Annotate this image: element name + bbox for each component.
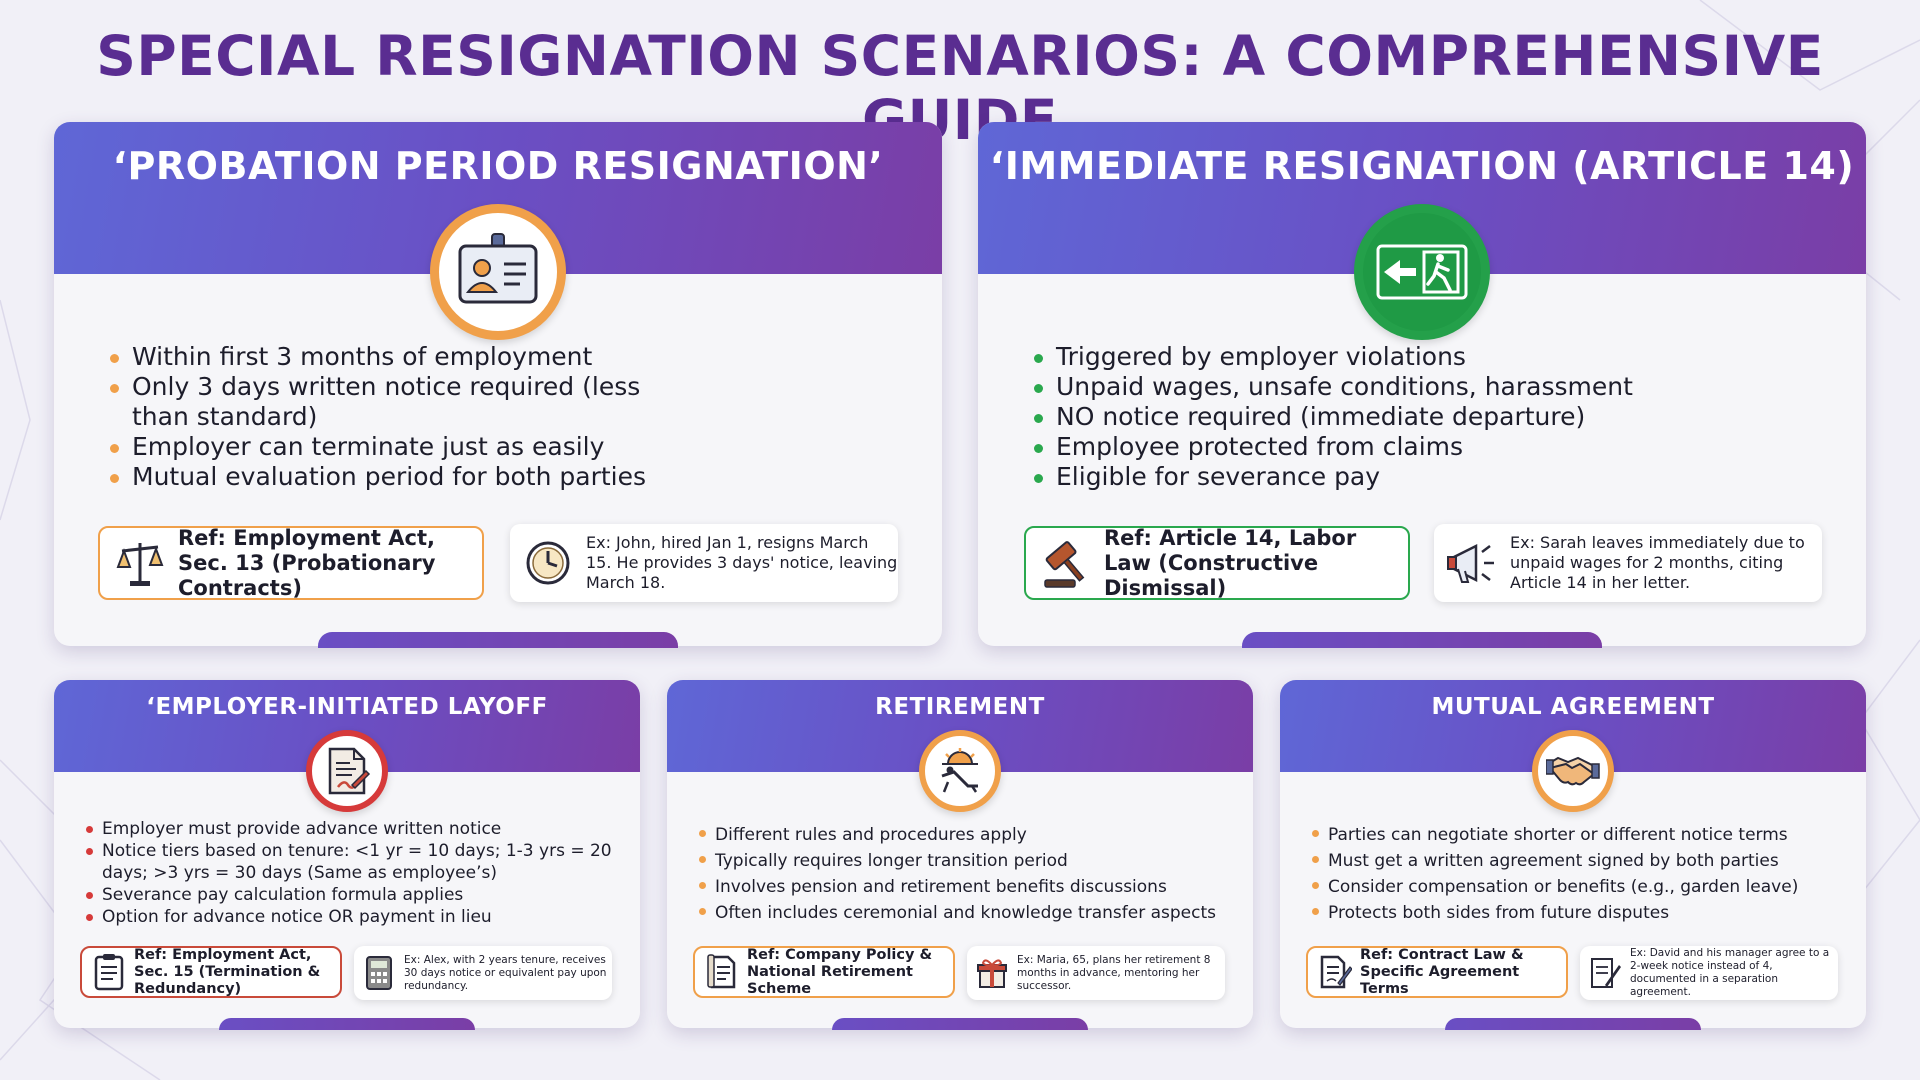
clock-icon <box>520 535 576 591</box>
gift-icon <box>973 953 1011 993</box>
example-box: Ex: David and his manager agree to a 2-w… <box>1580 946 1838 1000</box>
pen-paper-icon <box>1586 953 1624 993</box>
card-retirement: RETIREMENT Different rules and procedure… <box>667 680 1253 1030</box>
list-item: Employee protected from claims <box>1034 432 1826 462</box>
card-title: ‘EMPLOYER-INITIATED LAYOFF <box>146 694 548 720</box>
signed-document-icon <box>306 730 388 812</box>
card-mutual-agreement: MUTUAL AGREEMENT Parties can negotiate s… <box>1280 680 1866 1030</box>
list-item: Triggered by employer violations <box>1034 342 1826 372</box>
list-item: Option for advance notice OR payment in … <box>86 906 624 928</box>
page-title: SPECIAL RESIGNATION SCENARIOS: A COMPREH… <box>96 24 1824 152</box>
reference-text: Ref: Company Policy & National Retiremen… <box>747 946 933 997</box>
bottom-tab <box>318 632 678 648</box>
list-item: Unpaid wages, unsafe conditions, harassm… <box>1034 372 1826 402</box>
bottom-tab <box>832 1018 1088 1030</box>
example-text: Ex: John, hired Jan 1, resigns March 15.… <box>586 533 898 592</box>
example-text: Ex: David and his manager agree to a 2-w… <box>1630 947 1830 998</box>
list-item: Often includes ceremonial and knowledge … <box>699 900 1237 926</box>
list-item: NO notice required (immediate departure) <box>1034 402 1826 432</box>
list-item: Employer can terminate just as easily <box>110 432 692 462</box>
bottom-tab <box>219 1018 475 1030</box>
sunset-lounger-icon <box>919 730 1001 812</box>
reference-box: Ref: Company Policy & National Retiremen… <box>693 946 955 998</box>
example-text: Ex: Maria, 65, plans her retirement 8 mo… <box>1017 953 1211 992</box>
clipboard-icon <box>90 952 128 992</box>
bullet-list: Employer must provide advance written no… <box>86 818 624 928</box>
card-title: ‘PROBATION PERIOD RESIGNATION’ <box>112 144 884 188</box>
list-item: Within first 3 months of employment <box>110 342 692 372</box>
example-box: Ex: John, hired Jan 1, resigns March 15.… <box>510 524 898 602</box>
calculator-icon <box>360 953 398 993</box>
list-item: Parties can negotiate shorter or differe… <box>1312 822 1850 848</box>
bullet-list: Triggered by employer violations Unpaid … <box>1034 342 1826 492</box>
example-text: Ex: Alex, with 2 years tenure, receives … <box>404 953 607 992</box>
handshake-icon <box>1532 730 1614 812</box>
reference-box: Ref: Article 14, Labor Law (Constructive… <box>1024 526 1410 600</box>
example-text: Ex: Sarah leaves immediately due to unpa… <box>1510 533 1805 592</box>
list-item: Eligible for severance pay <box>1034 462 1826 492</box>
card-title: MUTUAL AGREEMENT <box>1431 694 1715 720</box>
card-probation: ‘PROBATION PERIOD RESIGNATION’ Within fi… <box>54 122 942 648</box>
list-item: Notice tiers based on tenure: <1 yr = 10… <box>86 840 624 884</box>
id-badge-icon <box>430 204 566 340</box>
list-item: Different rules and procedures apply <box>699 822 1237 848</box>
bullet-list: Within first 3 months of employment Only… <box>110 342 692 492</box>
document-icon <box>703 952 741 992</box>
reference-text: Ref: Employment Act, Sec. 13 (Probationa… <box>178 525 436 600</box>
list-item: Severance pay calculation formula applie… <box>86 884 624 906</box>
list-item: Involves pension and retirement benefits… <box>699 874 1237 900</box>
list-item: Typically requires longer transition per… <box>699 848 1237 874</box>
list-item: Must get a written agreement signed by b… <box>1312 848 1850 874</box>
megaphone-icon <box>1444 535 1500 591</box>
reference-text: Ref: Contract Law & Specific Agreement T… <box>1360 946 1524 997</box>
reference-text: Ref: Employment Act, Sec. 15 (Terminatio… <box>134 946 321 997</box>
list-item: Protects both sides from future disputes <box>1312 900 1850 926</box>
example-box: Ex: Maria, 65, plans her retirement 8 mo… <box>967 946 1225 1000</box>
example-box: Ex: Sarah leaves immediately due to unpa… <box>1434 524 1822 602</box>
scales-icon <box>112 535 168 591</box>
reference-box: Ref: Contract Law & Specific Agreement T… <box>1306 946 1568 998</box>
reference-text: Ref: Article 14, Labor Law (Constructive… <box>1104 525 1357 600</box>
card-title: ‘IMMEDIATE RESIGNATION (ARTICLE 14) <box>989 144 1855 188</box>
bullet-list: Parties can negotiate shorter or differe… <box>1312 822 1850 926</box>
card-title: RETIREMENT <box>875 694 1045 720</box>
gavel-icon <box>1038 535 1094 591</box>
list-item: Consider compensation or benefits (e.g.,… <box>1312 874 1850 900</box>
card-employer-layoff: ‘EMPLOYER-INITIATED LAYOFF Employer must… <box>54 680 640 1030</box>
bottom-tab <box>1242 632 1602 648</box>
list-item: Employer must provide advance written no… <box>86 818 624 840</box>
contract-icon <box>1316 952 1354 992</box>
bottom-tab <box>1445 1018 1701 1030</box>
card-immediate-resignation: ‘IMMEDIATE RESIGNATION (ARTICLE 14) Trig… <box>978 122 1866 648</box>
reference-box: Ref: Employment Act, Sec. 15 (Terminatio… <box>80 946 342 998</box>
reference-box: Ref: Employment Act, Sec. 13 (Probationa… <box>98 526 484 600</box>
bullet-list: Different rules and procedures apply Typ… <box>699 822 1237 926</box>
list-item: Mutual evaluation period for both partie… <box>110 462 692 492</box>
list-item: Only 3 days written notice required (les… <box>110 372 692 432</box>
exit-sign-icon <box>1354 204 1490 340</box>
example-box: Ex: Alex, with 2 years tenure, receives … <box>354 946 612 1000</box>
